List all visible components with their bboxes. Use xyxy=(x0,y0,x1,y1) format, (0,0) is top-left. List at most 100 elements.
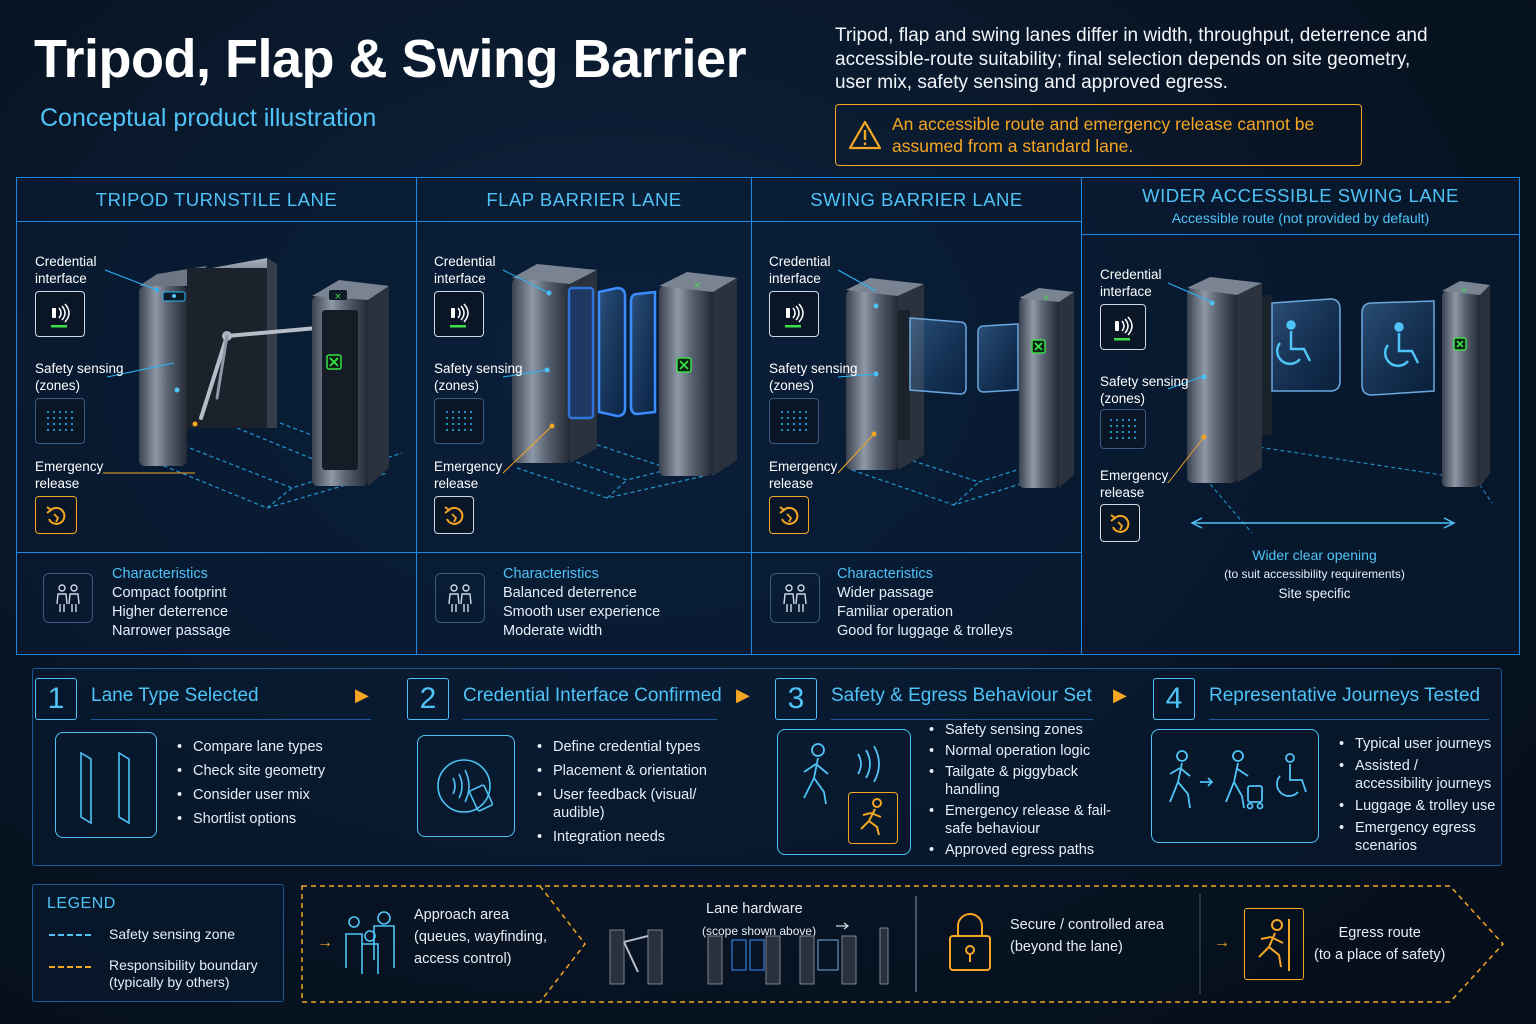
emergency-release-icon xyxy=(35,496,77,534)
annotation-line: Safety sensing xyxy=(769,361,858,376)
step-number: 4 xyxy=(1153,678,1195,720)
step-item: Typical user journeys xyxy=(1337,735,1499,753)
divider xyxy=(91,719,371,720)
lane-characteristics: Characteristics Balanced deterrence Smoo… xyxy=(417,552,751,654)
safety-annotation: Safety sensing(zones) xyxy=(1100,373,1189,407)
divider xyxy=(1209,719,1489,720)
page-subtitle: Conceptual product illustration xyxy=(40,104,377,132)
emergency-release-icon xyxy=(1100,504,1140,542)
annotation-line: (zones) xyxy=(1100,391,1146,406)
warning-callout: An accessible route and emergency releas… xyxy=(835,104,1362,166)
chevron-right-icon: ▶ xyxy=(355,685,369,705)
tripod-turnstile-illustration: × xyxy=(139,258,403,509)
legend: LEGEND Safety sensing zone Responsibilit… xyxy=(32,884,284,1002)
characteristic-item: Familiar operation xyxy=(837,604,954,620)
swing-barrier-illustration: × xyxy=(846,278,1075,506)
legend-swatch-boundary xyxy=(49,966,91,968)
legend-swatch-sensing xyxy=(49,934,91,936)
characteristic-item: Moderate width xyxy=(503,623,603,639)
warning-icon xyxy=(848,120,882,150)
page-title: Tripod, Flap & Swing Barrier xyxy=(34,29,747,89)
svg-text:×: × xyxy=(693,281,701,291)
characteristic-item: Narrower passage xyxy=(112,623,231,639)
characteristic-item: Smooth user experience xyxy=(503,604,661,620)
lane-title-text: WIDER ACCESSIBLE SWING LANE xyxy=(1142,185,1459,206)
credential-reader-icon xyxy=(35,291,85,337)
annotation-line: Emergency xyxy=(1100,468,1169,483)
lane-hardware-icon xyxy=(609,922,889,985)
lane-tripod: TRIPOD TURNSTILE LANE × xyxy=(17,178,417,654)
clear-opening-title: Wider clear opening xyxy=(1252,547,1377,563)
journeys-art xyxy=(1151,729,1319,843)
people-group-icon xyxy=(435,573,485,623)
emergency-exit-icon xyxy=(848,792,898,844)
people-group-icon xyxy=(770,573,820,623)
safety-egress-art xyxy=(777,729,911,855)
sensor-grid-icon xyxy=(1100,409,1146,449)
arrow-right-icon: → xyxy=(1214,934,1230,951)
people-group-icon xyxy=(43,573,93,623)
intro-text: Tripod, flap and swing lanes differ in w… xyxy=(835,25,1428,93)
characteristics-list: Characteristics Compact footprint Higher… xyxy=(112,565,230,641)
step-item: Assisted / accessibility journeys xyxy=(1337,757,1499,793)
divider xyxy=(831,719,1093,720)
annotation-line: Emergency xyxy=(434,459,503,474)
annotation-line: Emergency xyxy=(35,459,104,474)
sensor-grid-icon xyxy=(769,398,819,444)
lane-title: TRIPOD TURNSTILE LANE xyxy=(17,178,416,222)
sensor-grid-icon xyxy=(35,398,85,444)
annotation-line: Safety sensing xyxy=(434,361,523,376)
clear-opening-label: Wider clear opening (to suit accessibili… xyxy=(1082,546,1519,604)
step-title: Representative Journeys Tested xyxy=(1209,685,1481,706)
lane-outline-art xyxy=(55,732,157,838)
characteristics-list: Characteristics Balanced deterrence Smoo… xyxy=(503,565,660,641)
annotation-line: Safety sensing xyxy=(35,361,124,376)
step-3: 3 Safety & Egress Behaviour Set ▶ Safety… xyxy=(773,669,1135,865)
padlock-icon xyxy=(949,913,991,971)
clear-opening-site: Site specific xyxy=(1278,586,1351,601)
flow-line: (queues, wayfinding, xyxy=(414,929,547,945)
characteristics-heading: Characteristics xyxy=(112,566,208,582)
step-number: 1 xyxy=(35,678,77,720)
sensor-wave-icon xyxy=(857,745,880,783)
step-title: Lane Type Selected xyxy=(91,685,259,706)
credential-reader-icon xyxy=(1100,304,1146,350)
annotation-line: Emergency xyxy=(769,459,838,474)
flow-bar: → Approach area (queues, wayfinding, acc… xyxy=(300,884,1506,1004)
step-item: Placement & orientation xyxy=(535,762,735,780)
svg-text:×: × xyxy=(334,292,342,302)
arrow-right-icon: → xyxy=(317,934,333,951)
credential-annotation: Credential interface xyxy=(769,253,831,287)
annotation-line: interface xyxy=(769,271,821,286)
step-item: Check site geometry xyxy=(175,762,325,780)
annotation-line: Credential xyxy=(769,254,831,269)
step-4: 4 Representative Journeys Tested Typical… xyxy=(1151,669,1501,865)
flow-line: (to a place of safety) xyxy=(1314,947,1446,963)
lane-title: SWING BARRIER LANE xyxy=(752,178,1081,222)
legend-label: Responsibility boundary (typically by ot… xyxy=(109,957,258,990)
step-number: 2 xyxy=(407,678,449,720)
legend-title: LEGEND xyxy=(47,895,116,912)
step-item: Emergency egress scenarios xyxy=(1337,819,1499,855)
accessible-swing-illustration: × xyxy=(1187,277,1493,534)
flow-line: (beyond the lane) xyxy=(1010,939,1123,955)
characteristics-list: Characteristics Wider passage Familiar o… xyxy=(837,565,1013,641)
step-checklist: Compare lane types Check site geometry C… xyxy=(175,738,325,834)
annotation-line: interface xyxy=(434,271,486,286)
step-item: Consider user mix xyxy=(175,786,325,804)
legend-label: Safety sensing zone xyxy=(109,926,236,942)
annotation-leaders xyxy=(103,269,195,474)
lane-comparison-panel: TRIPOD TURNSTILE LANE × xyxy=(16,177,1520,655)
chevron-right-icon: ▶ xyxy=(1113,685,1127,705)
annotation-leaders xyxy=(1167,282,1213,484)
divider xyxy=(463,719,717,720)
step-item: Emergency release & fail-safe behaviour xyxy=(927,802,1123,838)
flow-line: Approach area xyxy=(414,907,510,923)
